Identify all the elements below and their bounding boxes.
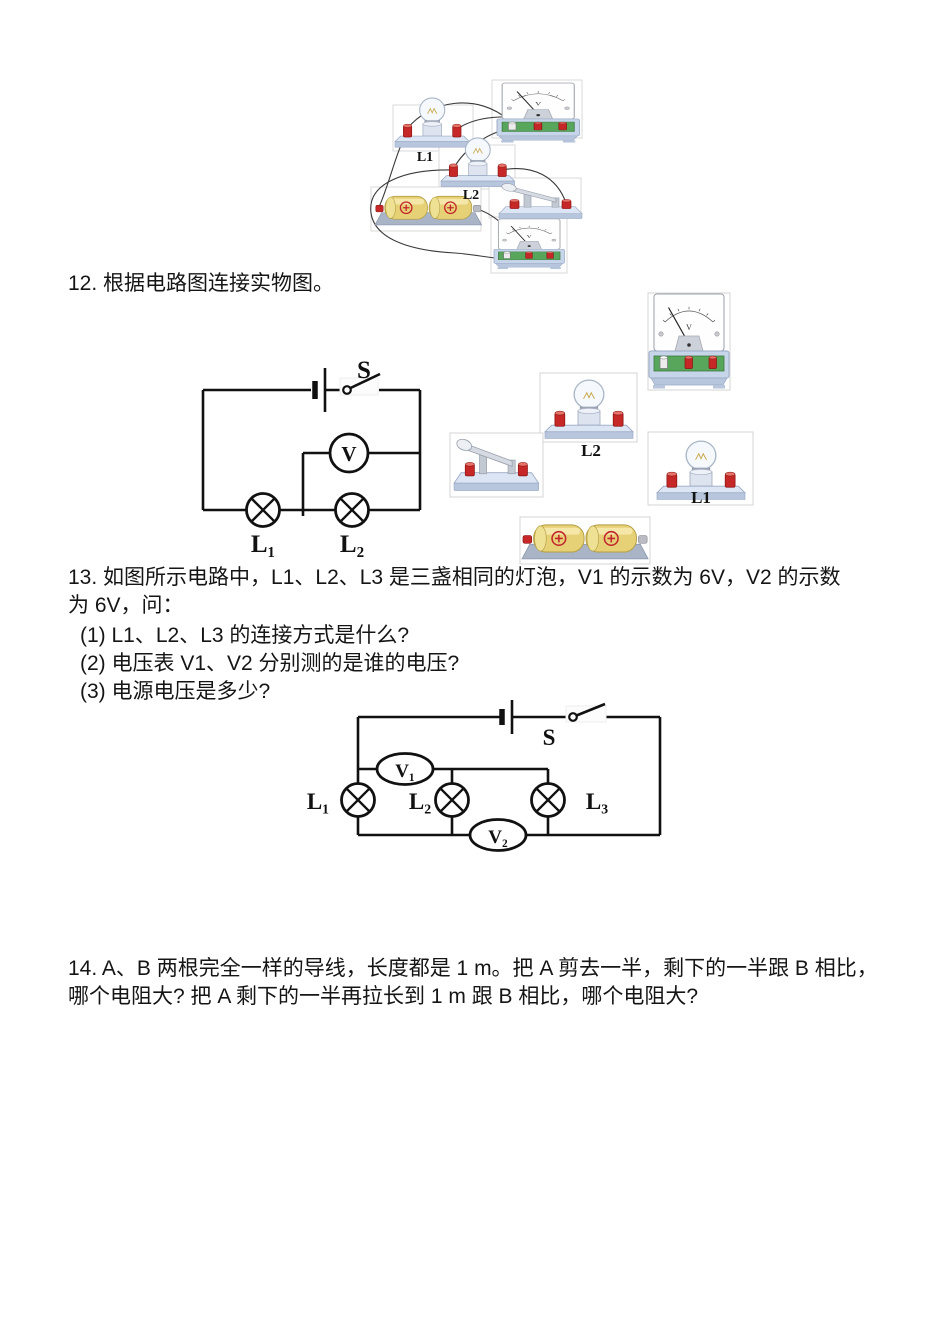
battery-symbol (312, 368, 327, 412)
q12-voltmeter-label: V (341, 442, 356, 466)
q13-circuit-diagram: S V₁ L₁ L₂ L₃ V₂ (307, 700, 662, 852)
voltmeter-symbol: V (328, 432, 370, 474)
voltmeter-symbol-v1: V₁ (375, 752, 435, 786)
voltmeter-photo (648, 293, 730, 390)
q13-lamp3-label: L₃ (586, 789, 608, 814)
q12-question-text: 12. 根据电路图连接实物图。 (68, 272, 335, 295)
q13-sub-question-2: (2) 电压表 V1、V2 分别测的是谁的电压? (80, 652, 460, 675)
battery-symbol (499, 700, 514, 734)
components-lamp1-label: L1 (691, 488, 711, 507)
q13-question-text: 13. 如图所示电路中，L1、L2、L3 是三盏相同的灯泡，V1 的示数为 6V… (68, 566, 841, 617)
lamp-symbol-l1 (245, 492, 281, 528)
q12-lamp1-label: L₁ (251, 531, 275, 558)
q13-lamp1-label: L₁ (307, 789, 329, 814)
top-figure-lamp2-label: L2 (463, 188, 479, 203)
q12-circuit-diagram: S V L₁ L₂ (201, 357, 422, 558)
q13-switch-label: S (543, 725, 556, 750)
q12-lamp2-label: L₂ (340, 531, 364, 558)
q12-component-photos: L2 L1 (449, 292, 754, 565)
wire (450, 769, 550, 835)
components-lamp2-label: L2 (581, 441, 601, 460)
top-physical-circuit-figure: L1 L2 (370, 79, 583, 274)
q13-sub-question-3: (3) 电源电压是多少? (80, 680, 271, 703)
voltmeter-photo-top (496, 82, 581, 144)
q13-sub-question-1: (1) L1、L2、L3 的连接方式是什么? (80, 624, 410, 647)
wire (356, 715, 662, 837)
switch-symbol (565, 702, 607, 723)
lamp-symbol-l2 (334, 492, 370, 528)
switch-symbol (339, 372, 381, 396)
voltmeter-photo-bottom (493, 218, 565, 270)
q13-v1-label: V₁ (395, 761, 414, 782)
q13-lamp2-label: L₂ (409, 789, 431, 814)
wire (201, 390, 422, 512)
voltmeter-symbol-v2: V₂ (468, 818, 528, 852)
lamp-symbol-l2 (434, 782, 470, 818)
lamp-symbol-l1 (340, 782, 376, 818)
q12-switch-label: S (357, 357, 371, 384)
top-figure-lamp1-label: L1 (417, 150, 433, 165)
q13-v2-label: V₂ (488, 827, 508, 848)
lamp-symbol-l3 (530, 782, 566, 818)
q14-question-text: 14. A、B 两根完全一样的导线，长度都是 1 m。把 A 剪去一半，剩下的一… (68, 957, 878, 1008)
